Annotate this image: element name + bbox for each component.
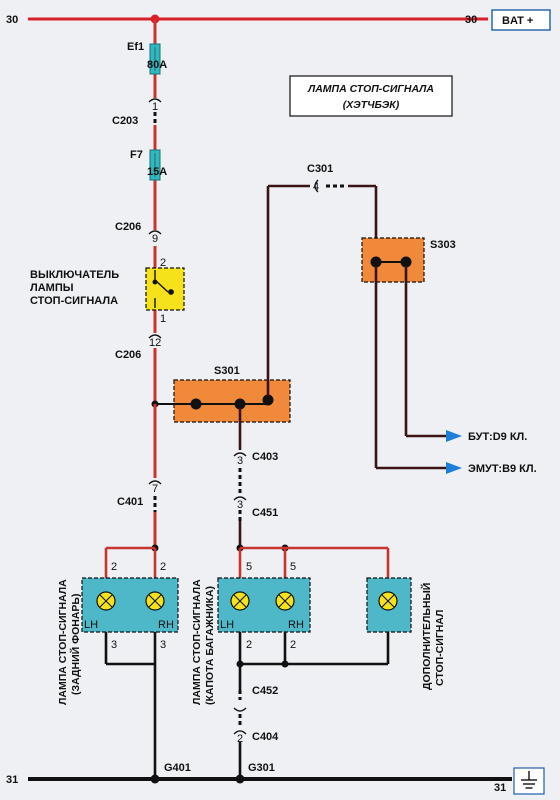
bulb-rear-rh-icon bbox=[145, 591, 165, 611]
title-line-2: (ХЭТЧБЭК) bbox=[343, 99, 400, 111]
bat-box bbox=[491, 9, 551, 31]
output-emut-label: ЭМУТ:B9 КЛ. bbox=[468, 463, 537, 475]
rear-lamp-caption: ЛАМПА СТОП-СИГНАЛА (ЗАДНИЙ ФОНАРЬ) bbox=[57, 579, 82, 705]
connector-c206-top-pin: 9 bbox=[152, 233, 158, 245]
connector-c452-label: C452 bbox=[252, 685, 278, 697]
connector-c401-icon bbox=[148, 480, 162, 485]
splice-s303-contacts bbox=[370, 256, 412, 268]
rear-lamp-caption-1: ЛАМПА СТОП-СИГНАЛА bbox=[57, 579, 69, 705]
rear-lamp-rh-label: RH bbox=[158, 619, 174, 631]
splice-s303-label: S303 bbox=[430, 239, 456, 251]
output-but-label: БУТ:D9 КЛ. bbox=[468, 431, 527, 443]
connector-c452-icon bbox=[233, 707, 247, 712]
bulb-trunk-lh-icon bbox=[230, 591, 250, 611]
connector-c206-bottom-pin: 12 bbox=[149, 337, 161, 349]
connector-c404-pin: 2 bbox=[237, 733, 243, 745]
bulb-rear-lh-icon bbox=[96, 591, 116, 611]
connector-c404-icon bbox=[233, 730, 247, 735]
trunk-lamp-caption: ЛАМПА СТОП-СИГНАЛА (КАПОТА БАГАЖНИКА) bbox=[191, 579, 216, 705]
rear-lamp-pin-rh-top: 2 bbox=[160, 561, 166, 573]
connector-c401-pin: 7 bbox=[152, 483, 158, 495]
connector-c301-pin: 4 bbox=[313, 181, 319, 193]
connector-c203-pin: 1 bbox=[152, 101, 158, 113]
connector-c206-bottom-label: C206 bbox=[115, 349, 141, 361]
fuse-ef1-name: Ef1 bbox=[127, 41, 144, 53]
connector-c203-label: C203 bbox=[112, 115, 138, 127]
brake-switch-label-1: ВЫКЛЮЧАТЕЛЬ bbox=[30, 269, 119, 281]
bat-label: BAT + bbox=[502, 15, 533, 27]
bulb-trunk-rh-icon bbox=[275, 591, 295, 611]
extra-lamp-caption: ДОПОЛНИТЕЛЬНЫЙ СТОП-СИГНАЛ bbox=[420, 583, 446, 690]
trunk-lamp-caption-2: (КАПОТА БАГАЖНИКА) bbox=[204, 586, 216, 705]
trunk-lamp-rh-label: RH bbox=[288, 619, 304, 631]
connector-c404-label: C404 bbox=[252, 731, 279, 743]
connector-c403-pin: 3 bbox=[237, 455, 243, 467]
extra-lamp-caption-1: ДОПОЛНИТЕЛЬНЫЙ bbox=[420, 583, 433, 690]
bottom-rail-label-right: 31 bbox=[494, 782, 506, 794]
switch-contact-icon bbox=[152, 270, 174, 308]
rear-lamp-lh-label: LH bbox=[84, 619, 98, 631]
trunk-lamp-caption-1: ЛАМПА СТОП-СИГНАЛА bbox=[191, 579, 203, 705]
top-rail-label-right: 30 bbox=[465, 14, 477, 26]
title-box: ЛАМПА СТОП-СИГНАЛА (ХЭТЧБЭК) bbox=[289, 75, 453, 117]
connector-c206-top-label: C206 bbox=[115, 221, 141, 233]
brake-switch-label-3: СТОП-СИГНАЛА bbox=[30, 295, 118, 307]
ground-wires bbox=[153, 632, 390, 779]
connector-c206-bottom-icon bbox=[148, 334, 162, 339]
connector-c403-icon bbox=[233, 452, 247, 457]
connector-c451-label: C451 bbox=[252, 507, 278, 519]
brake-switch-pin-top: 2 bbox=[160, 257, 166, 269]
connector-c401-label: C401 bbox=[117, 496, 143, 508]
arrow-emut-icon bbox=[446, 462, 462, 474]
ground-point-g401 bbox=[150, 774, 160, 784]
s303-output-wires bbox=[374, 266, 446, 470]
connector-c451-icon bbox=[233, 496, 247, 501]
junction-trunk-ground-right bbox=[281, 660, 289, 668]
connector-c206-top-icon bbox=[148, 230, 162, 235]
extra-lamp-caption-2: СТОП-СИГНАЛ bbox=[434, 610, 446, 686]
splice-s301-label: S301 bbox=[214, 365, 240, 377]
rear-lamp-pin-lh-top: 2 bbox=[111, 561, 117, 573]
bottom-rail-label-left: 31 bbox=[6, 774, 18, 786]
trunk-lamp-lh-label: LH bbox=[220, 619, 234, 631]
bulb-extra-icon bbox=[378, 591, 398, 611]
fuse-ef1-rating: 80A bbox=[147, 59, 167, 71]
connector-c301-icon bbox=[314, 179, 319, 193]
trunk-lamp-pin-rh-top: 5 bbox=[290, 561, 296, 573]
arrow-but-icon bbox=[446, 430, 462, 442]
s301-to-s303-wire bbox=[266, 184, 378, 396]
title-line-1: ЛАМПА СТОП-СИГНАЛА bbox=[307, 83, 434, 95]
ground-icon bbox=[521, 771, 537, 789]
rear-lamp-pin-rh-bottom: 3 bbox=[160, 639, 166, 651]
ground-g301-label: G301 bbox=[248, 762, 275, 774]
fuse-f7-rating: 15A bbox=[147, 166, 167, 178]
connector-c451-pin: 3 bbox=[237, 499, 243, 511]
fuse-f7-name: F7 bbox=[130, 149, 143, 161]
trunk-lamp-pin-lh-bottom: 2 bbox=[246, 639, 252, 651]
trunk-lamp-pin-rh-bottom: 2 bbox=[290, 639, 296, 651]
splice-s301-contacts bbox=[155, 394, 274, 410]
top-rail-label-left: 30 bbox=[6, 14, 18, 26]
trunk-lamp-pin-lh-top: 5 bbox=[246, 561, 252, 573]
ground-point-g301 bbox=[235, 774, 245, 784]
junction-trunk-ground bbox=[236, 660, 244, 668]
connector-c403-label: C403 bbox=[252, 451, 278, 463]
brake-switch-label-2: ЛАМПЫ bbox=[30, 282, 74, 294]
ground-g401-label: G401 bbox=[164, 762, 191, 774]
connector-c203-icon bbox=[148, 98, 162, 103]
connector-c301-label: C301 bbox=[307, 163, 333, 175]
rear-lamp-caption-2: (ЗАДНИЙ ФОНАРЬ) bbox=[69, 594, 82, 695]
brake-switch-pin-bottom: 1 bbox=[160, 313, 166, 325]
rear-lamp-pin-lh-bottom: 3 bbox=[111, 639, 117, 651]
